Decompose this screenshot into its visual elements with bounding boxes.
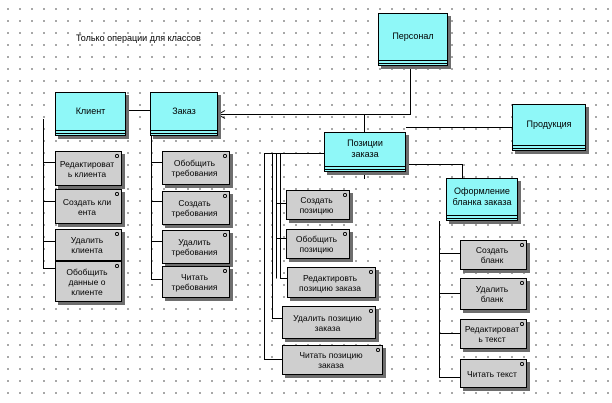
- operation-icon: [520, 362, 524, 366]
- operation-positions-summarize[interactable]: Обобщить позицию: [286, 229, 350, 259]
- class-products[interactable]: Продукция: [512, 104, 586, 151]
- operation-positions-read[interactable]: Читать позицию заказа: [282, 345, 383, 375]
- class-order-form[interactable]: Оформление бланка заказа: [446, 178, 518, 221]
- operation-icon: [115, 154, 119, 158]
- class-client-label: Клиент: [75, 105, 106, 116]
- association-personal-order: [218, 66, 411, 115]
- operation-form-create[interactable]: Создать бланк: [460, 240, 527, 270]
- operation-form-delete[interactable]: Удалить бланк: [460, 278, 527, 310]
- tree-order: [151, 119, 162, 280]
- operation-icon: [343, 232, 347, 236]
- operation-label: Удалить требования: [171, 237, 218, 257]
- operation-label: Читать требования: [171, 272, 218, 292]
- tree-client: [43, 119, 55, 269]
- operation-label: Читать текст: [467, 368, 517, 379]
- operation-label: Читать позицию заказа: [299, 350, 363, 370]
- operation-icon: [520, 243, 524, 247]
- operation-label: Редактироват ь клиента: [59, 158, 115, 179]
- operation-order-create[interactable]: Создать требования: [162, 191, 230, 225]
- operation-icon: [520, 281, 524, 285]
- class-order-label: Заказ: [172, 105, 196, 116]
- operation-icon: [223, 194, 227, 198]
- operation-label: Удалить бланк: [475, 284, 509, 304]
- operation-label: Создать бланк: [475, 245, 509, 265]
- operation-icon: [223, 154, 227, 158]
- operation-icon: [369, 270, 373, 274]
- operation-label: Обобщить позицию: [295, 234, 338, 254]
- class-client[interactable]: Клиент: [55, 92, 126, 136]
- operation-icon: [520, 322, 524, 326]
- operation-icon: [376, 348, 380, 352]
- operation-icon: [115, 232, 119, 236]
- operation-order-read[interactable]: Читать требования: [162, 266, 230, 298]
- operation-client-summarize[interactable]: Обобщить данные о клиенте: [55, 261, 122, 302]
- class-order-form-label: Оформление бланка заказа: [452, 185, 512, 207]
- class-order[interactable]: Заказ: [150, 92, 218, 136]
- operation-icon: [115, 192, 119, 196]
- operation-order-delete[interactable]: Удалить требования: [162, 230, 230, 264]
- operation-icon: [223, 269, 227, 273]
- operation-label: Обобщить данные о клиенте: [66, 266, 108, 297]
- class-personal[interactable]: Персонал: [378, 13, 448, 66]
- class-order-positions-label: Позиции заказа: [347, 138, 383, 159]
- operation-client-delete[interactable]: Удалить клиента: [55, 229, 122, 261]
- operation-label: Создать требования: [171, 198, 218, 218]
- arrowhead-to-order: [216, 110, 226, 119]
- class-products-label: Продукция: [526, 119, 572, 129]
- tree-order-positions: [264, 153, 339, 360]
- operation-positions-edit[interactable]: Редактировть позицию заказа: [287, 267, 376, 298]
- class-order-positions[interactable]: Позиции заказа: [324, 132, 406, 172]
- operation-label: Создать кли ента: [62, 196, 112, 217]
- operation-icon: [343, 193, 347, 197]
- operation-label: Удалить клиента: [70, 235, 104, 255]
- operation-icon: [115, 264, 119, 268]
- operation-label: Удалить позицию заказа: [293, 312, 362, 333]
- operation-positions-delete[interactable]: Удалить позицию заказа: [282, 306, 376, 339]
- tree-order-form: [439, 221, 460, 378]
- operation-form-read-text[interactable]: Читать текст: [460, 359, 527, 388]
- operation-icon: [369, 309, 373, 313]
- operation-label: Обобщить требования: [171, 158, 218, 178]
- operation-client-edit[interactable]: Редактироват ь клиента: [55, 151, 122, 186]
- operation-order-summarize[interactable]: Обобщить требования: [162, 151, 230, 185]
- diagram-caption: Только операции для классов: [76, 33, 201, 43]
- operation-label: Редактироват ь текст: [464, 324, 520, 344]
- class-personal-label: Персонал: [392, 31, 434, 41]
- operation-label: Создать позицию: [299, 195, 334, 215]
- operation-form-edit-text[interactable]: Редактироват ь текст: [460, 319, 527, 349]
- operation-positions-create[interactable]: Создать позицию: [286, 190, 350, 220]
- operation-client-create[interactable]: Создать кли ента: [55, 189, 122, 224]
- operation-icon: [223, 233, 227, 237]
- operation-label: Редактировть позицию заказа: [298, 272, 362, 293]
